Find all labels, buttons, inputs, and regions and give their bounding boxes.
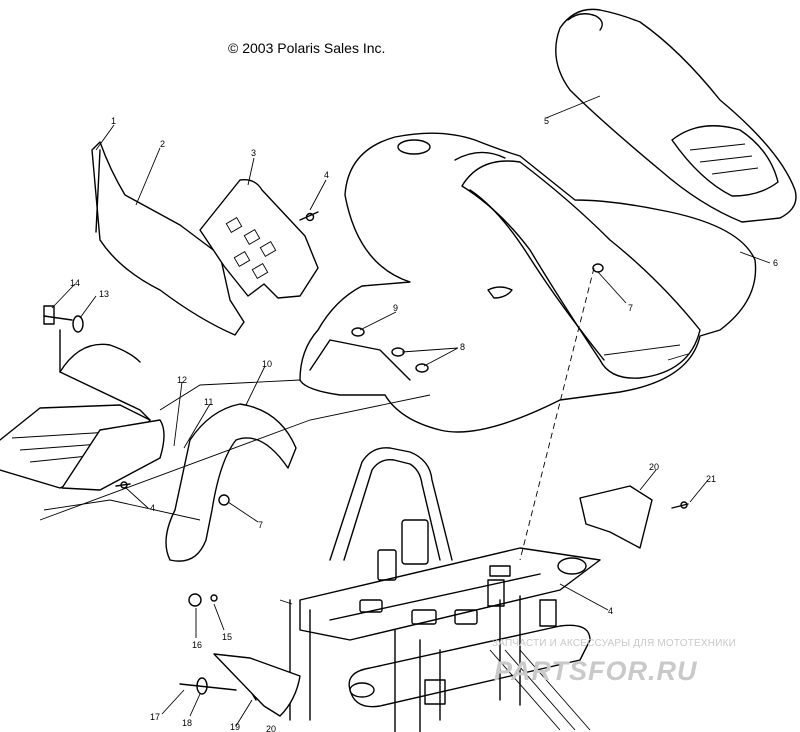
callout-2: 2 — [160, 139, 165, 149]
assembly-lines — [39, 267, 595, 605]
callout-4-left: 4 — [150, 503, 155, 513]
callout-13: 13 — [99, 289, 109, 299]
callout-10: 10 — [262, 359, 272, 369]
callout-1: 1 — [111, 116, 116, 126]
callout-3: 3 — [251, 148, 256, 158]
callout-16: 16 — [192, 640, 202, 650]
front-fender — [165, 403, 297, 562]
callout-20-right: 20 — [649, 462, 659, 472]
callout-17: 17 — [150, 712, 160, 722]
callout-5: 5 — [544, 116, 549, 126]
watermark-tagline: ЗАПЧАСТИ И АКСЕССУАРЫ ДЛЯ МОТОТЕХНИКИ — [492, 638, 737, 649]
mounting-brackets — [213, 485, 653, 717]
copyright-notice: © 2003 Polaris Sales Inc. — [228, 40, 386, 56]
callout-6: 6 — [773, 258, 778, 268]
callout-8: 8 — [460, 342, 465, 352]
callout-4-upper: 4 — [324, 170, 329, 180]
callout-7-fender: 7 — [258, 520, 263, 530]
callout-20-bottom: 20 — [266, 724, 276, 732]
callout-21: 21 — [706, 474, 716, 484]
leader-lines — [51, 95, 771, 727]
callout-7-body: 7 — [628, 303, 633, 313]
callout-15: 15 — [222, 632, 232, 642]
left-footrest-area — [0, 329, 165, 491]
front-body-panel — [299, 132, 757, 433]
frame-assembly — [289, 447, 601, 732]
callout-18: 18 — [182, 718, 192, 728]
side-panel-group — [91, 141, 319, 336]
watermark-logo: PARTSFOR.RU — [494, 656, 698, 686]
rear-seat-cover — [555, 8, 797, 223]
callout-14: 14 — [70, 278, 80, 288]
callout-9: 9 — [393, 303, 398, 313]
callout-4-frame: 4 — [608, 606, 613, 616]
callout-12: 12 — [177, 375, 187, 385]
callout-11: 11 — [204, 397, 213, 407]
fasteners — [43, 211, 689, 701]
callout-labels: 1 2 3 4 5 6 7 9 8 10 11 12 13 14 4 7 20 … — [70, 116, 778, 732]
callout-19: 19 — [230, 722, 240, 732]
